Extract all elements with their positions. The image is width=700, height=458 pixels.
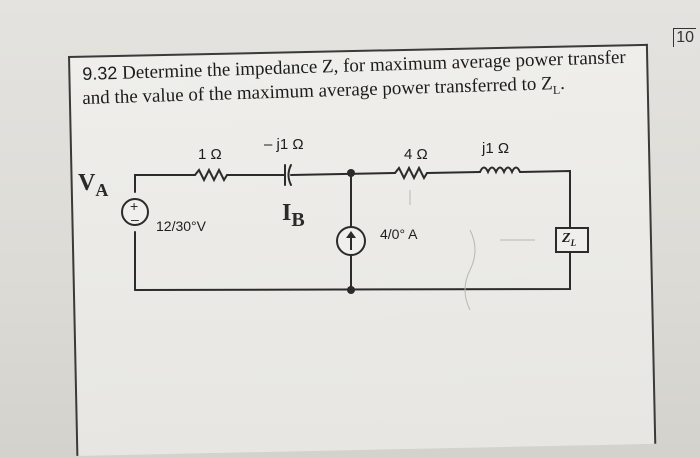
handwritten-va-v: V xyxy=(78,170,96,196)
handwritten-ib: IB xyxy=(282,200,305,232)
top-wire xyxy=(134,174,196,193)
load-label-z: Z xyxy=(562,231,571,246)
handwritten-va-sub: A xyxy=(95,179,109,200)
cap-label: – j1 Ω xyxy=(264,136,304,153)
r1-label: 1 Ω xyxy=(198,146,222,163)
wire-r4-ind xyxy=(426,171,481,174)
wire-ind-load xyxy=(519,169,571,229)
resistor-1-icon xyxy=(194,167,228,183)
handwritten-va: VA xyxy=(78,170,108,201)
current-source-icon xyxy=(336,226,366,256)
handwritten-ib-sub: B xyxy=(291,208,305,231)
vsource-label: 12/30°V xyxy=(156,218,206,234)
capacitor-icon xyxy=(284,164,292,186)
svg-text:–: – xyxy=(131,211,139,227)
resistor-4-icon xyxy=(394,165,428,181)
handwritten-ib-i: I xyxy=(282,200,292,226)
ind-label: j1 Ω xyxy=(482,140,510,157)
svg-text:+: + xyxy=(130,198,138,214)
voltage-source-icon xyxy=(121,198,149,226)
load-box xyxy=(555,227,589,253)
load-label: ZL xyxy=(562,231,576,248)
node-top xyxy=(347,169,355,177)
corner-note: 10 xyxy=(673,28,696,47)
isource-label: 4/0° A xyxy=(380,226,418,242)
r4-label: 4 Ω xyxy=(404,146,428,163)
wire-cap-node xyxy=(290,172,396,176)
node-bottom xyxy=(347,286,355,294)
bottom-wire xyxy=(134,251,571,291)
load-label-sub: L xyxy=(570,237,577,248)
pencil-marks xyxy=(409,190,535,311)
inductor-icon xyxy=(479,166,521,175)
